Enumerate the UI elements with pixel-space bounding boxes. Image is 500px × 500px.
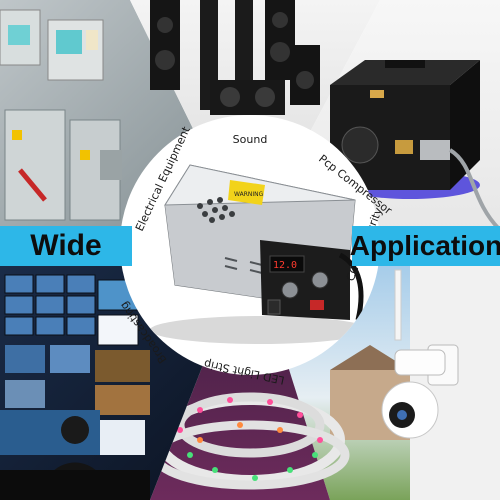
banner-application: Application	[349, 226, 500, 266]
voltage-display: 12.0	[273, 260, 297, 271]
warning-label: WARNING	[234, 191, 264, 198]
banner-wide: Wide	[0, 226, 132, 266]
power-supply-product: WARNING 12.0	[150, 164, 370, 344]
segment-label-sound: Sound	[233, 133, 268, 146]
banner-left-text: Wide	[30, 229, 102, 262]
banner-right-text: Application	[349, 230, 500, 261]
